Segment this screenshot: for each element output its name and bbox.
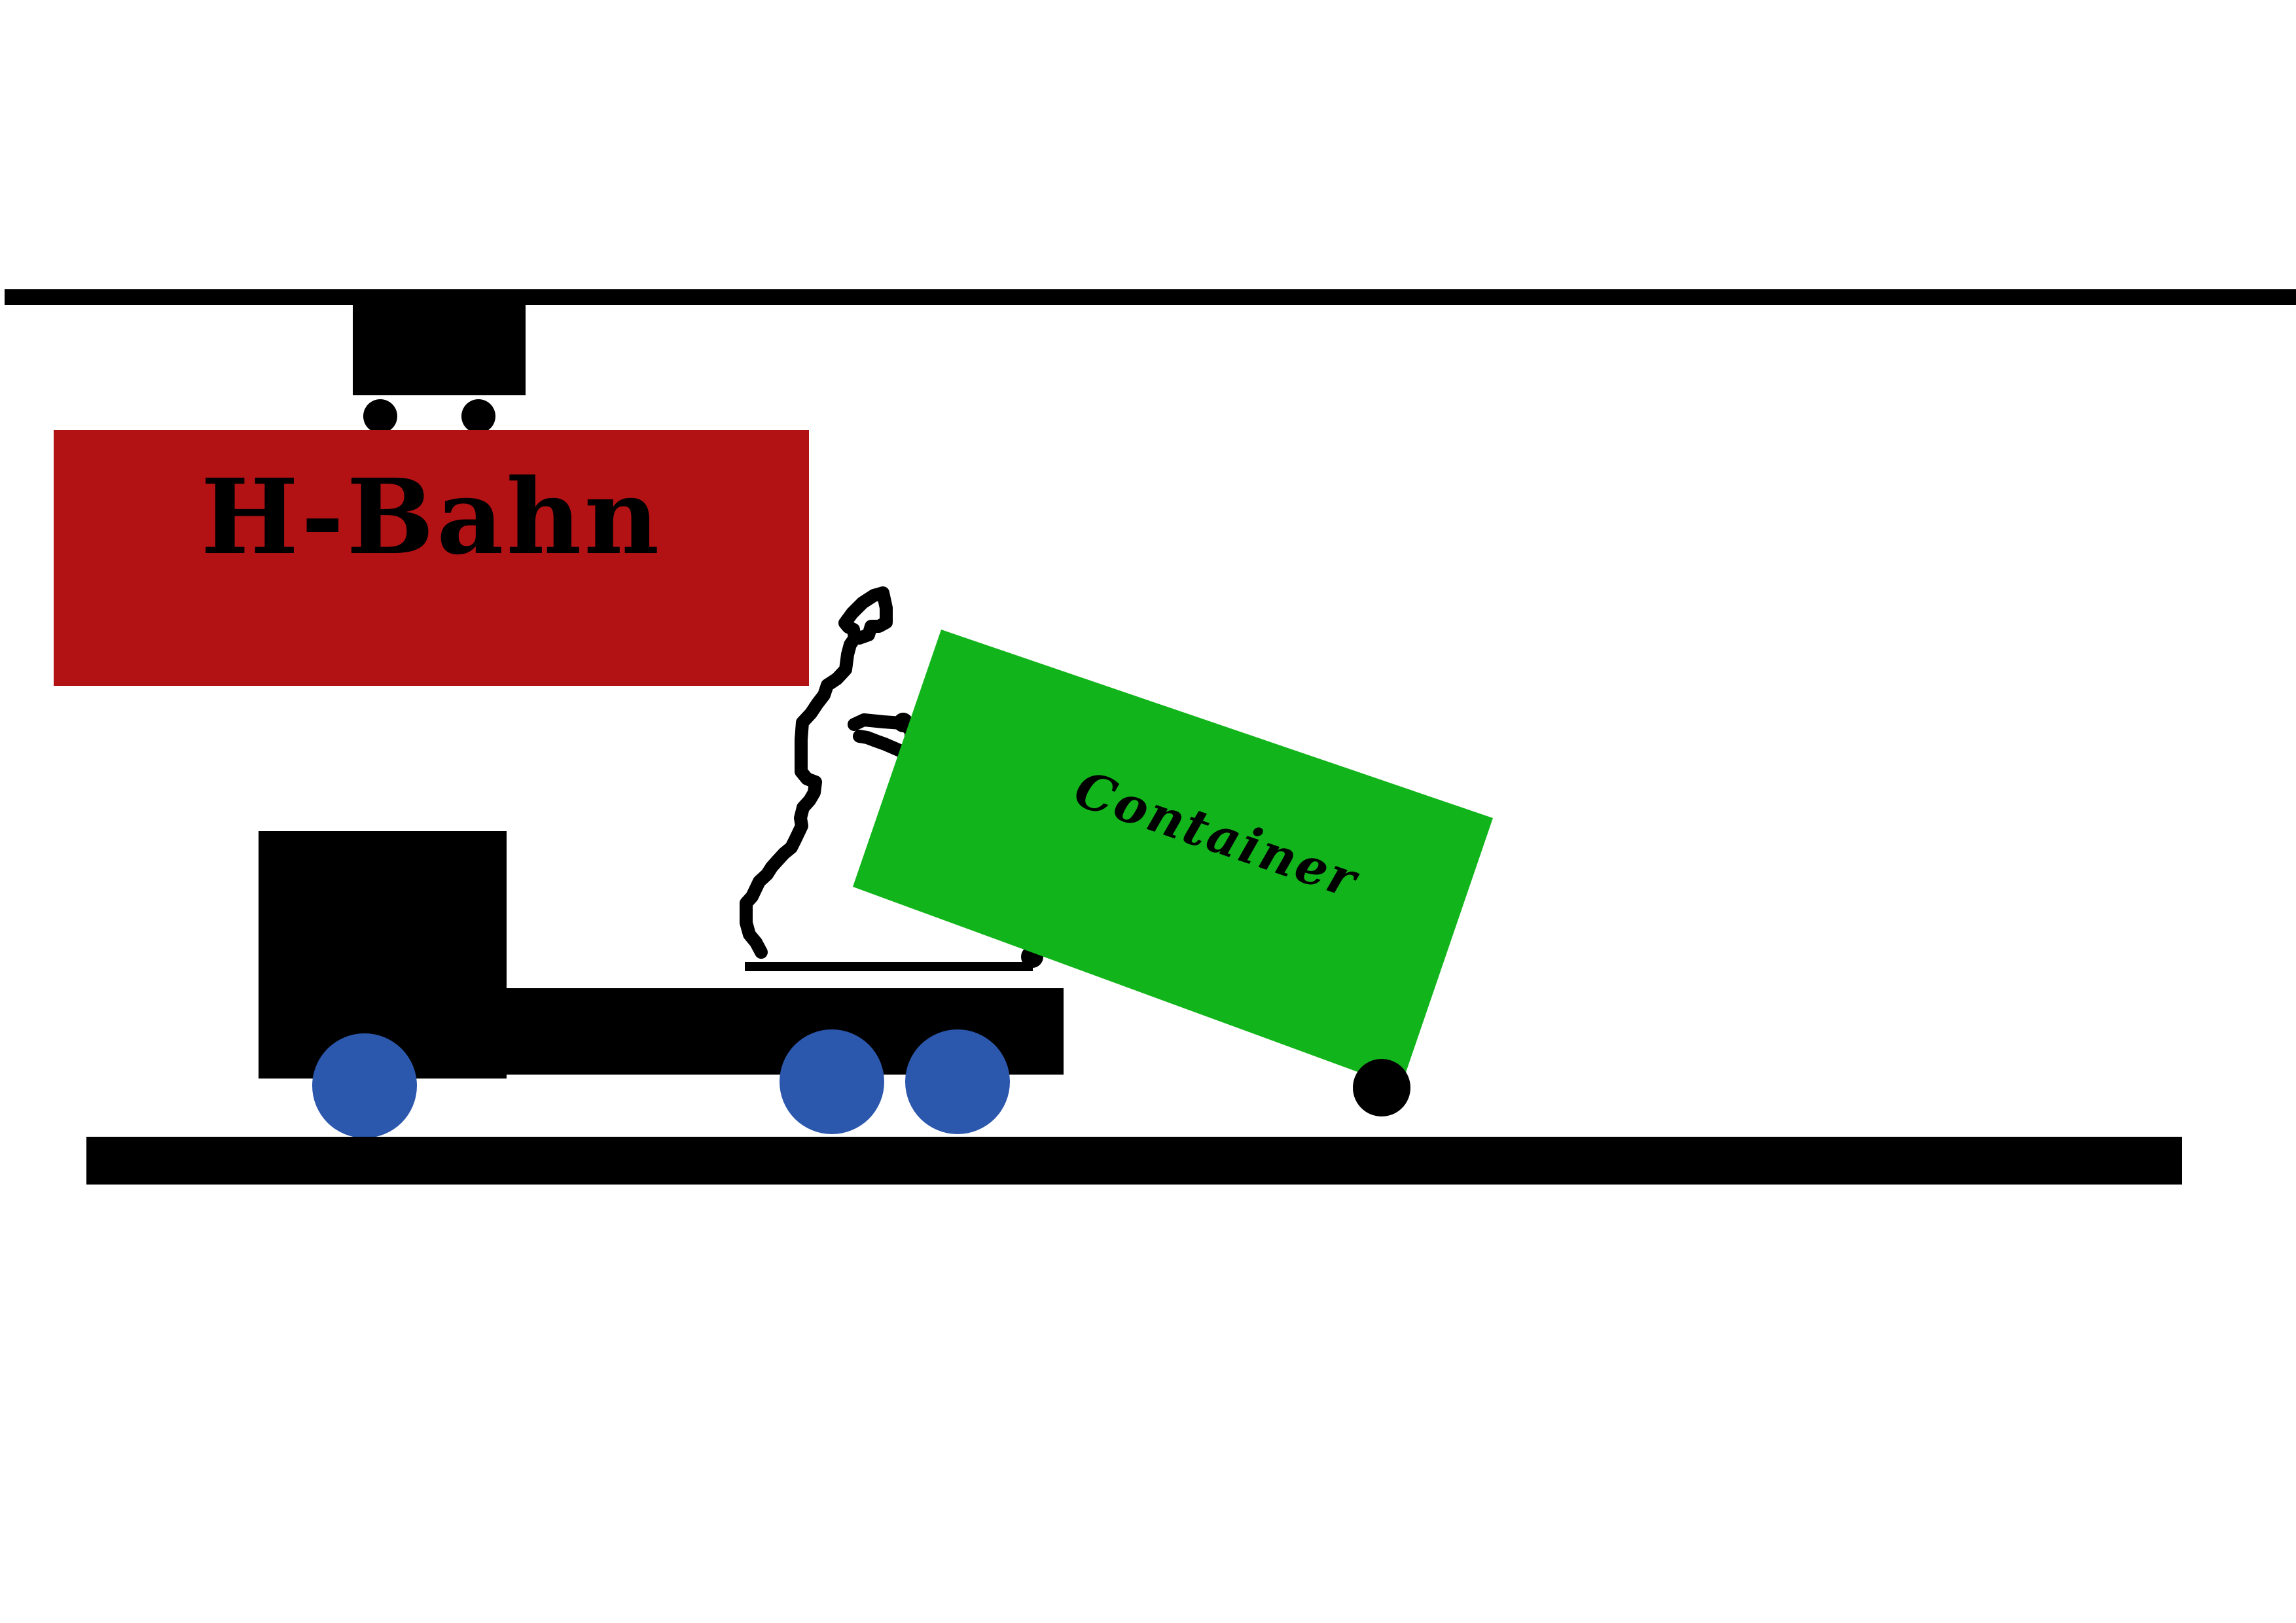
container: Container [853, 630, 1493, 1116]
h-bahn-label: H-Bahn [201, 457, 662, 578]
overhead-rail [5, 289, 2296, 305]
container-body [853, 630, 1493, 1088]
truck-rear-wheel-2 [905, 1029, 1010, 1134]
crane-hook-bar [745, 962, 1033, 971]
ground-track [86, 1137, 2182, 1185]
container-pivot-wheel [1353, 1059, 1410, 1116]
h-bahn-car-body [54, 430, 809, 686]
h-bahn-bogie [353, 305, 526, 433]
bogie-wheel-left [363, 399, 397, 433]
truck [259, 831, 1064, 1138]
crane-arm [740, 586, 893, 959]
truck-front-wheel [312, 1033, 417, 1138]
h-bahn-car: H-Bahn [54, 430, 809, 686]
bogie-body [353, 305, 526, 395]
bogie-wheel-right [461, 399, 495, 433]
truck-rear-wheel-1 [780, 1029, 884, 1134]
